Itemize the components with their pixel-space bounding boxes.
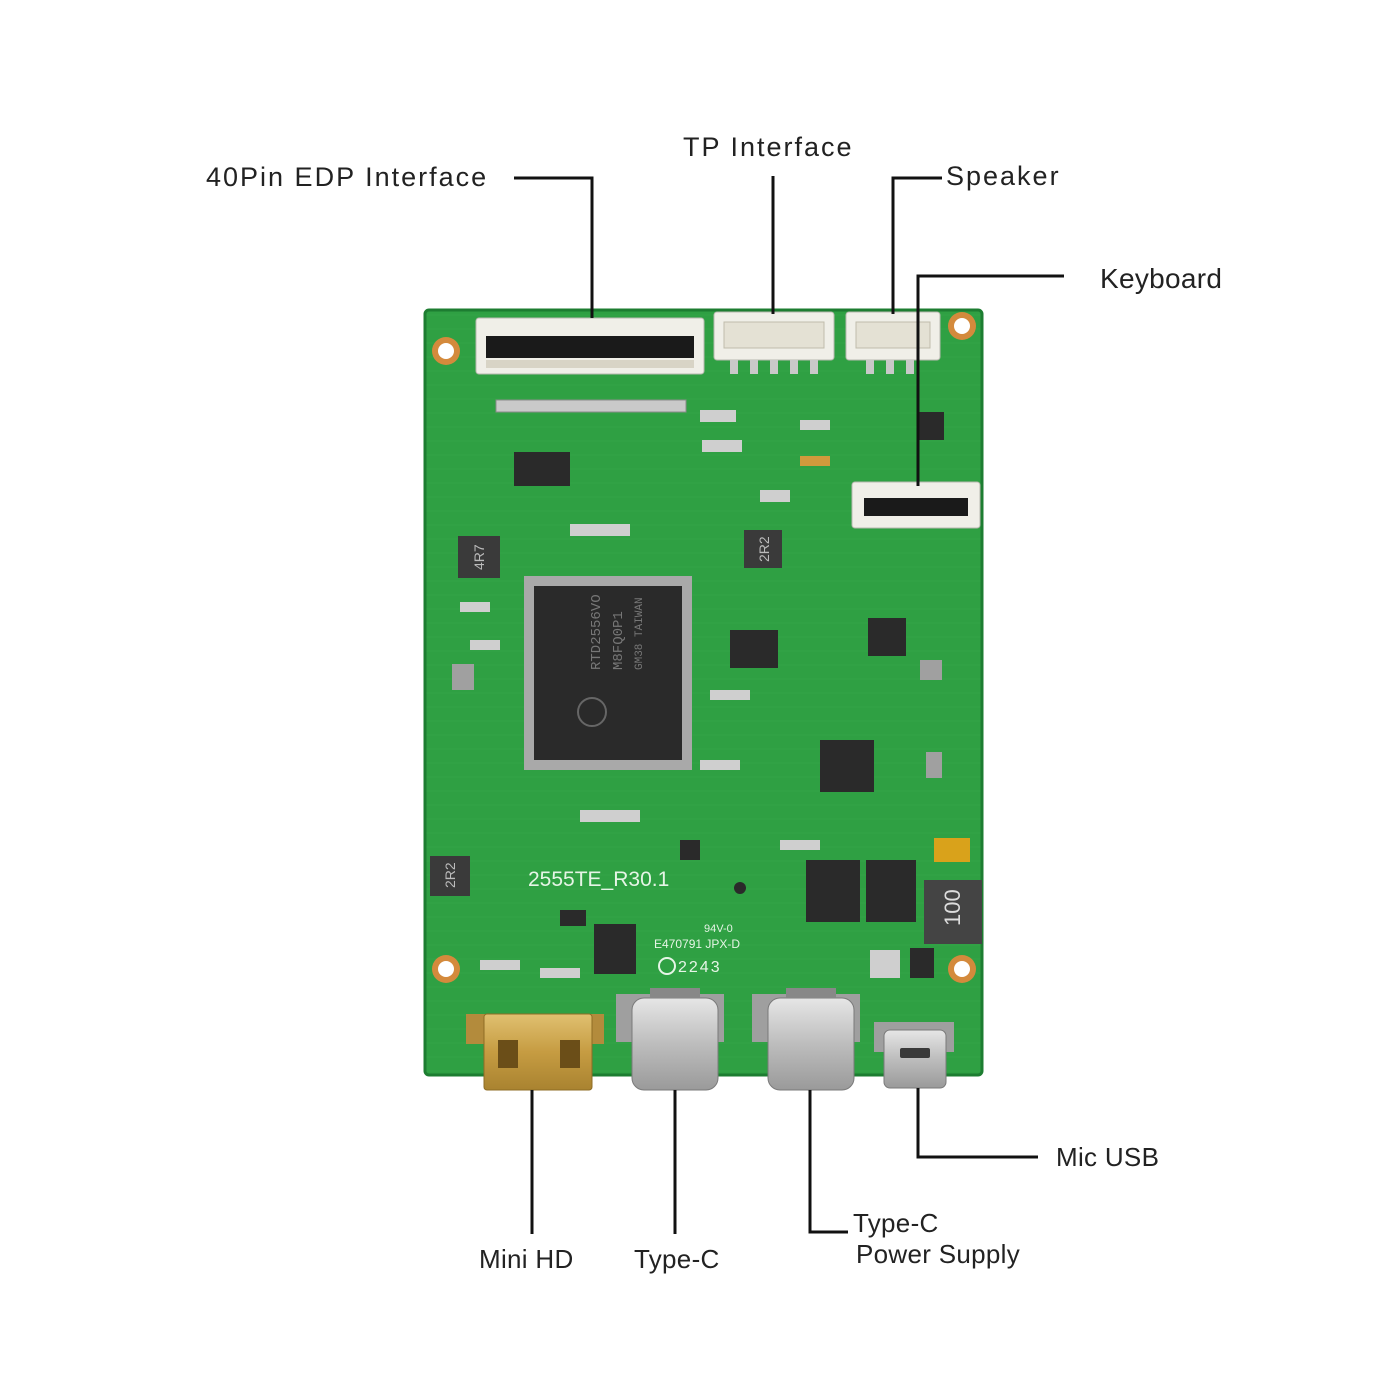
ul-marking-2: E470791 JPX-D bbox=[654, 937, 740, 951]
chip-small-8 bbox=[514, 452, 570, 486]
inductors: 100 4R7 2R2 2R2 bbox=[430, 530, 982, 944]
chip-small-7 bbox=[594, 924, 636, 974]
board-model-marking: 2555TE_R30.1 bbox=[528, 868, 669, 891]
leader-type-c-power bbox=[808, 1090, 848, 1234]
date-code-logo bbox=[658, 957, 676, 975]
main-chip: RTD2556VO M8FQ0P1 GM38 TAIWAN bbox=[524, 576, 692, 770]
inductor-small-3 bbox=[430, 856, 470, 896]
capacitor-tantalum bbox=[934, 838, 970, 862]
mounting-holes bbox=[432, 312, 976, 983]
leader-speaker bbox=[891, 176, 942, 314]
pcb-trace-texture bbox=[425, 310, 982, 1075]
leader-keyboard bbox=[916, 274, 1064, 486]
label-speaker: Speaker bbox=[946, 161, 1061, 191]
label-type-c-power-line2: Power Supply bbox=[856, 1239, 1021, 1269]
label-tp-interface: TP Interface bbox=[683, 132, 854, 162]
leader-lines bbox=[514, 176, 1064, 1234]
chip-small-5 bbox=[806, 860, 860, 922]
label-mic-usb: Mic USB bbox=[1056, 1142, 1160, 1172]
label-type-c: Type-C bbox=[634, 1244, 720, 1274]
tp-connector bbox=[713, 311, 835, 374]
leader-edp bbox=[514, 176, 594, 318]
mounting-hole-top-left bbox=[432, 337, 460, 365]
chip-small-2 bbox=[868, 618, 906, 656]
edp-connector bbox=[475, 317, 705, 413]
inductor-large bbox=[924, 880, 982, 944]
chip-small-1 bbox=[730, 630, 778, 668]
type-c-power-connector bbox=[752, 988, 860, 1091]
chip-small-3 bbox=[820, 740, 874, 792]
label-keyboard: Keyboard bbox=[1100, 263, 1223, 294]
inductor-small-1-marking: 4R7 bbox=[471, 544, 487, 570]
keyboard-connector bbox=[851, 481, 981, 529]
date-code: 2243 bbox=[678, 959, 722, 976]
chip-small-6 bbox=[866, 860, 916, 922]
inductor-large-marking: 100 bbox=[940, 889, 965, 926]
mic-usb-connector bbox=[874, 1022, 954, 1089]
pcb-board bbox=[423, 308, 984, 1077]
mounting-hole-bottom-right bbox=[948, 955, 976, 983]
smd-components bbox=[452, 410, 942, 978]
label-40pin-edp-interface: 40Pin EDP Interface bbox=[206, 162, 489, 192]
inductor-small-1 bbox=[458, 536, 500, 578]
mounting-hole-bottom-left bbox=[432, 955, 460, 983]
mini-hd-connector bbox=[466, 1013, 604, 1091]
chip-logo bbox=[577, 697, 607, 727]
chip-marking-1: RTD2556VO bbox=[589, 594, 605, 670]
label-type-c-power-line1: Type-C bbox=[853, 1208, 939, 1238]
label-mini-hd: Mini HD bbox=[479, 1244, 574, 1274]
type-c-connector bbox=[616, 988, 724, 1091]
mounting-hole-top-right bbox=[948, 312, 976, 340]
secondary-chips bbox=[514, 412, 944, 974]
inductor-small-3-marking: 2R2 bbox=[442, 862, 458, 888]
ul-marking-1: 94V-0 bbox=[704, 923, 733, 935]
chip-marking-2: M8FQ0P1 bbox=[611, 611, 627, 670]
chip-marking-3: GM38 TAIWAN bbox=[634, 597, 646, 670]
chip-small-4 bbox=[918, 412, 944, 440]
leader-mic-usb bbox=[916, 1088, 1038, 1159]
inductor-small-2 bbox=[744, 530, 782, 568]
inductor-small-2-marking: 2R2 bbox=[756, 536, 772, 562]
